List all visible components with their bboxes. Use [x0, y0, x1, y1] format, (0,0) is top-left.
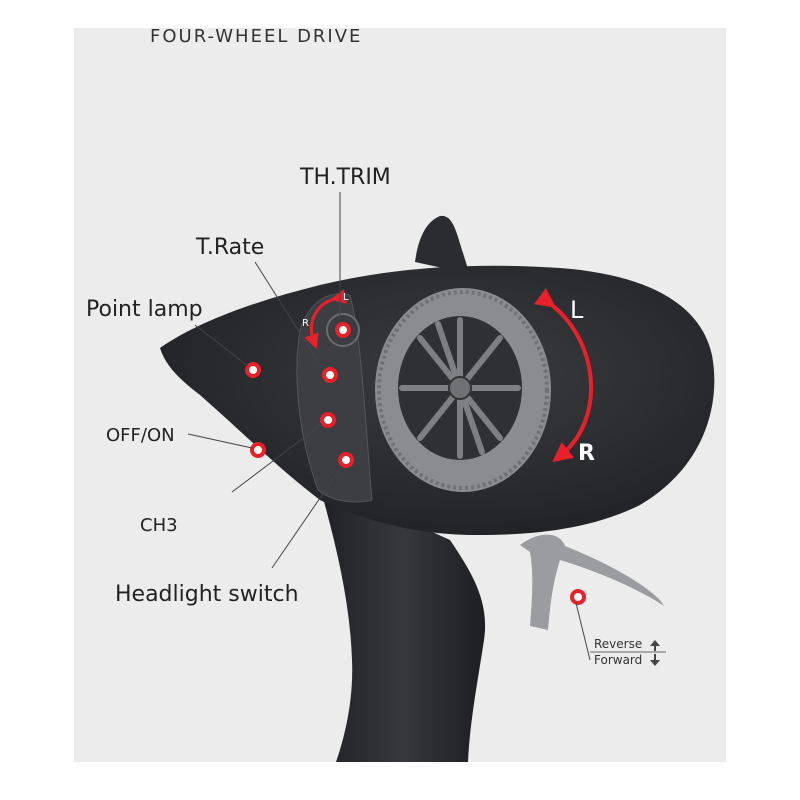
headlight-switch-label: Headlight switch [115, 582, 299, 607]
arrow-down-icon [650, 654, 660, 666]
arrow-up-icon [650, 640, 660, 651]
t-rate-label: T.Rate [195, 235, 264, 260]
reverse-label: Reverse [594, 637, 642, 651]
trim-arrow [304, 289, 347, 350]
steering-wheel[interactable] [375, 288, 551, 492]
off-on-label: OFF/ON [106, 425, 175, 446]
headlight-switch-marker[interactable] [338, 452, 354, 468]
th-trim-label: TH.TRIM [299, 165, 391, 190]
wheel-hub [448, 376, 472, 400]
leader-lines [187, 192, 591, 661]
throttle-marker [570, 589, 586, 605]
steering-arrow [534, 288, 594, 463]
red-markers [245, 322, 586, 605]
ch3-marker[interactable] [320, 412, 336, 428]
ch3-label: CH3 [140, 515, 178, 536]
steering-right-label: R [578, 441, 595, 466]
off-on-marker[interactable] [250, 442, 266, 458]
throttle-legend: Reverse Forward [590, 637, 666, 667]
antenna-fin [415, 215, 470, 274]
trim-right-label: R [302, 318, 309, 329]
trim-left-label: L [343, 292, 349, 303]
th-trim-marker[interactable] [335, 322, 351, 338]
point-lamp-marker [245, 362, 261, 378]
steering-left-label: L [570, 296, 584, 324]
t-rate-marker[interactable] [322, 367, 338, 383]
throttle-trigger[interactable] [520, 534, 664, 630]
forward-label: Forward [594, 653, 642, 667]
transmitter-grip [318, 480, 486, 762]
page-title: FOUR-WHEEL DRIVE [150, 26, 362, 47]
point-lamp-label: Point lamp [86, 297, 203, 322]
